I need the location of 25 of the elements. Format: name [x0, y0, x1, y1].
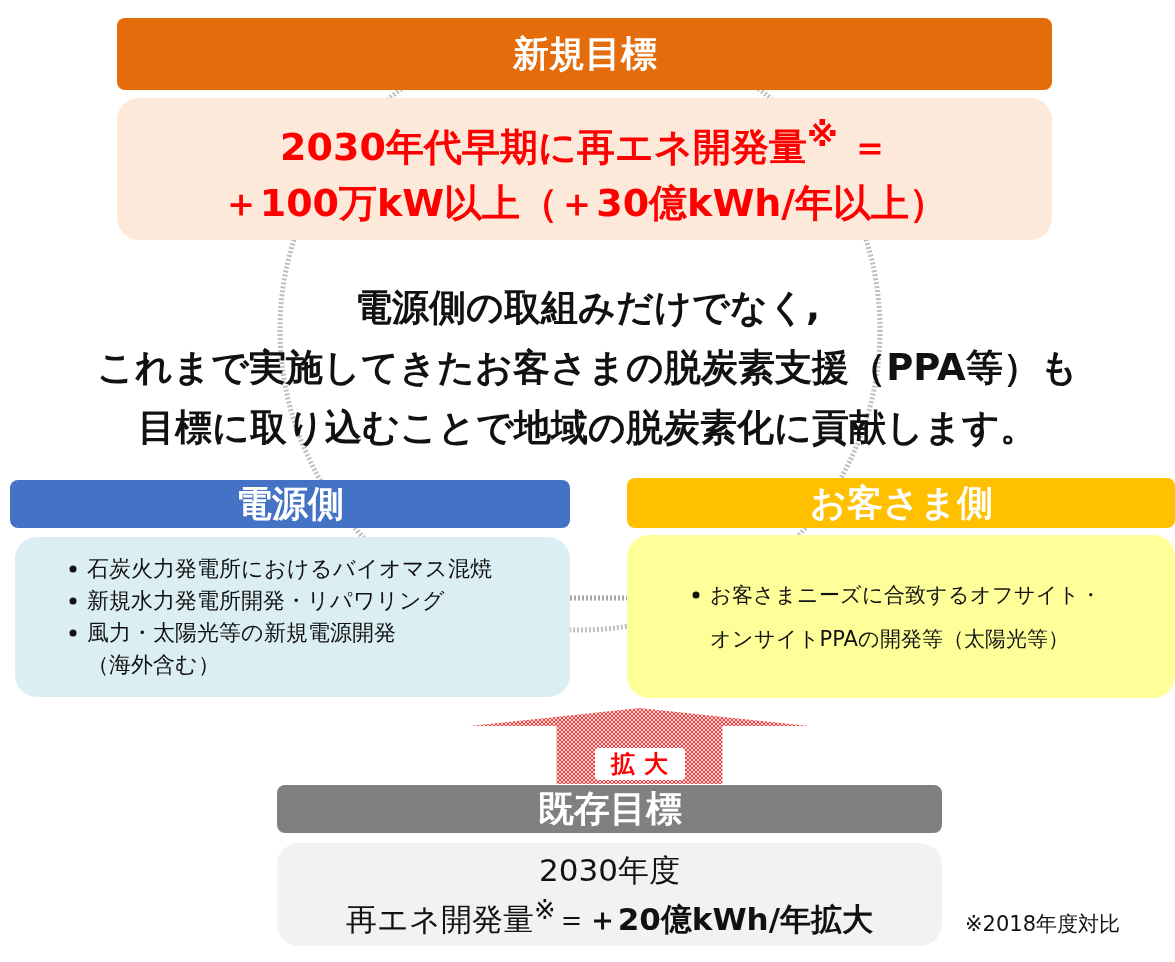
- bullet-item: 風力・太陽光等の新規電源開発（海外含む）: [65, 617, 417, 681]
- edge-label: 拡 大: [594, 748, 685, 780]
- heading-bar: [117, 18, 1052, 90]
- heading-text: 電源側: [236, 481, 344, 526]
- target-text: ＋100万kW以上（＋30億kWh/年以上）: [221, 179, 948, 227]
- message-line: 電源側の取組みだけでなく,: [353, 285, 822, 331]
- heading-bar: [627, 478, 1175, 528]
- bullet-item: お客さまニーズに合致するオフサイト・オンサイトPPAの開発等（太陽光等）: [687, 572, 1115, 661]
- list-box: [627, 535, 1175, 698]
- target-box: [117, 98, 1052, 240]
- heading-bar: [10, 480, 570, 528]
- target-text: 2030年度: [539, 850, 680, 890]
- message-line: 目標に取り込むことで地域の脱炭素化に貢献します。: [137, 405, 1038, 451]
- heading-text: 新規目標: [512, 31, 657, 76]
- heading-bar: [277, 785, 942, 833]
- footnote: ※2018年度対比: [965, 911, 1121, 938]
- list-box: [15, 537, 570, 697]
- connector-line: [570, 595, 627, 601]
- target-text: 2030年代早期に再エネ開発量$^{※}$ ＝: [280, 116, 889, 171]
- bullet-item: 石炭火力発電所におけるバイオマス混焼: [65, 553, 557, 585]
- target-text: 再エネ開発量$^{※}$＝＋20億kWh/年拡大: [346, 893, 873, 940]
- heading-text: 既存目標: [537, 786, 682, 831]
- heading-text: お客さま側: [809, 480, 993, 525]
- message-line: これまで実施してきたお客さまの脱炭素支援（PPA等）も: [96, 345, 1079, 391]
- bullet-item: 新規水力発電所開発・リパワリング: [65, 585, 557, 617]
